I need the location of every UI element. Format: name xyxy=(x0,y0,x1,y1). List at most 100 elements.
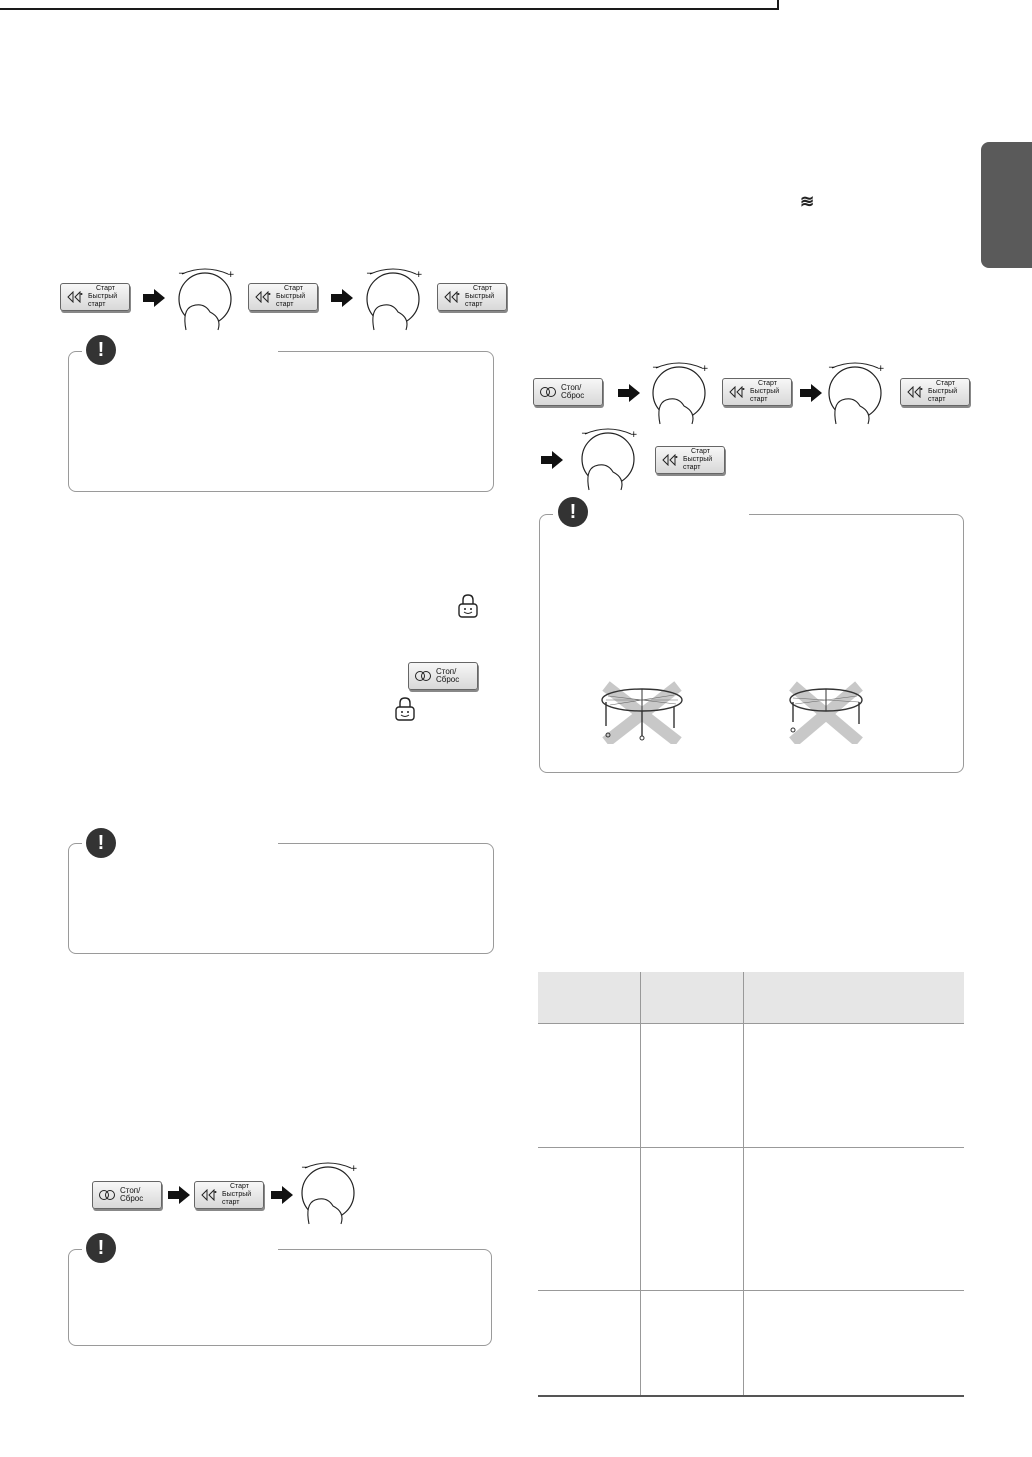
quick-start-label: Быстрый старт xyxy=(88,293,118,308)
right-arrow-icon xyxy=(168,1186,190,1204)
start-icon xyxy=(255,291,271,303)
start-label: Старт xyxy=(229,1183,250,1190)
table-cell xyxy=(743,1023,964,1148)
svg-text:+: + xyxy=(415,270,423,280)
svg-text:+: + xyxy=(227,270,235,280)
right-arrow-icon xyxy=(541,451,563,469)
top-rule-tick xyxy=(777,0,779,10)
table-cell xyxy=(743,1290,964,1397)
table-cell xyxy=(743,1147,964,1291)
table-header-row xyxy=(538,972,964,1024)
top-rule xyxy=(0,0,777,10)
right-arrow-icon xyxy=(331,289,353,307)
start-icon xyxy=(201,1189,217,1201)
hand-turning-dial-icon[interactable]: −+ xyxy=(824,360,886,426)
caution-icon: ! xyxy=(86,335,116,365)
stop-reset-button[interactable]: Стоп/Сброс xyxy=(92,1181,162,1209)
caution-icon: ! xyxy=(558,497,588,527)
hand-turning-dial-icon[interactable]: −+ xyxy=(362,266,424,332)
caution-icon: ! xyxy=(86,1233,116,1263)
steam-waves-icon: ≋ xyxy=(800,192,815,211)
quick-start-label: Быстрый старт xyxy=(928,388,958,403)
start-icon xyxy=(444,291,460,303)
table-row xyxy=(538,1023,964,1148)
right-arrow-icon xyxy=(143,289,165,307)
svg-text:+: + xyxy=(350,1164,358,1174)
stop-icon xyxy=(99,1190,115,1200)
grill-rack-icon xyxy=(601,681,683,744)
table-header-cell xyxy=(640,972,744,1024)
caution-icon: ! xyxy=(86,828,116,858)
start-label: Старт xyxy=(935,380,956,387)
start-icon xyxy=(729,386,745,398)
stop-reset-button[interactable]: Стоп/Сброс xyxy=(533,378,603,406)
start-label: Старт xyxy=(757,380,778,387)
quick-start-label: Быстрый старт xyxy=(750,388,780,403)
start-label: Старт xyxy=(283,285,304,292)
start-label: Старт xyxy=(95,285,116,292)
table-header-cell xyxy=(538,972,641,1024)
note-header-gap xyxy=(82,348,278,354)
start-label: Старт xyxy=(690,448,711,455)
table-cell xyxy=(640,1147,744,1291)
note-header-gap xyxy=(82,840,278,846)
svg-text:−: − xyxy=(178,269,186,279)
table-header-cell xyxy=(743,972,964,1024)
stop-reset-label: Стоп/Сброс xyxy=(120,1186,144,1203)
hand-turning-dial-icon[interactable]: −+ xyxy=(297,1160,359,1226)
language-side-tab xyxy=(981,142,1032,268)
child-lock-icon xyxy=(458,594,478,618)
stop-icon xyxy=(415,671,431,681)
table-cell xyxy=(538,1147,641,1291)
start-icon xyxy=(67,291,83,303)
svg-text:−: − xyxy=(828,363,836,373)
quick-start-label: Быстрый старт xyxy=(683,456,713,471)
note-box xyxy=(68,843,494,954)
svg-text:−: − xyxy=(366,269,374,279)
note-box xyxy=(68,1249,492,1346)
hand-turning-dial-icon[interactable]: −+ xyxy=(648,360,710,426)
start-label: Старт xyxy=(472,285,493,292)
stop-reset-label: Стоп/Сброс xyxy=(561,383,585,400)
start-icon xyxy=(907,386,923,398)
quick-start-label: Быстрый старт xyxy=(276,293,306,308)
table-cell xyxy=(538,1290,641,1397)
svg-text:+: + xyxy=(701,364,709,374)
note-box xyxy=(539,514,964,773)
table-cell xyxy=(538,1023,641,1148)
note-box xyxy=(68,351,494,492)
svg-text:+: + xyxy=(630,430,638,440)
quick-start-label: Быстрый старт xyxy=(465,293,495,308)
cooking-table xyxy=(538,972,964,1397)
table-row xyxy=(538,1290,964,1397)
grill-rack-icon xyxy=(789,681,863,744)
right-arrow-icon xyxy=(271,1186,293,1204)
svg-text:−: − xyxy=(652,363,660,373)
note-header-gap xyxy=(82,1246,278,1252)
quick-start-label: Быстрый старт xyxy=(222,1191,252,1206)
table-cell xyxy=(640,1290,744,1397)
hand-turning-dial-icon[interactable]: −+ xyxy=(577,426,639,492)
note-header-gap xyxy=(553,511,749,517)
table-row xyxy=(538,1147,964,1291)
hand-turning-dial-icon[interactable]: −+ xyxy=(174,266,236,332)
right-arrow-icon xyxy=(618,384,640,402)
svg-text:−: − xyxy=(581,429,589,439)
stop-reset-label: Стоп/Сброс xyxy=(436,667,460,684)
svg-text:−: − xyxy=(301,1163,309,1173)
stop-icon xyxy=(540,387,556,397)
table-cell xyxy=(640,1023,744,1148)
svg-text:+: + xyxy=(877,364,885,374)
right-arrow-icon xyxy=(800,384,822,402)
note-header-line xyxy=(276,351,278,353)
child-lock-icon xyxy=(395,697,415,721)
start-icon xyxy=(662,454,678,466)
stop-reset-button[interactable]: Стоп/Сброс xyxy=(408,662,478,690)
